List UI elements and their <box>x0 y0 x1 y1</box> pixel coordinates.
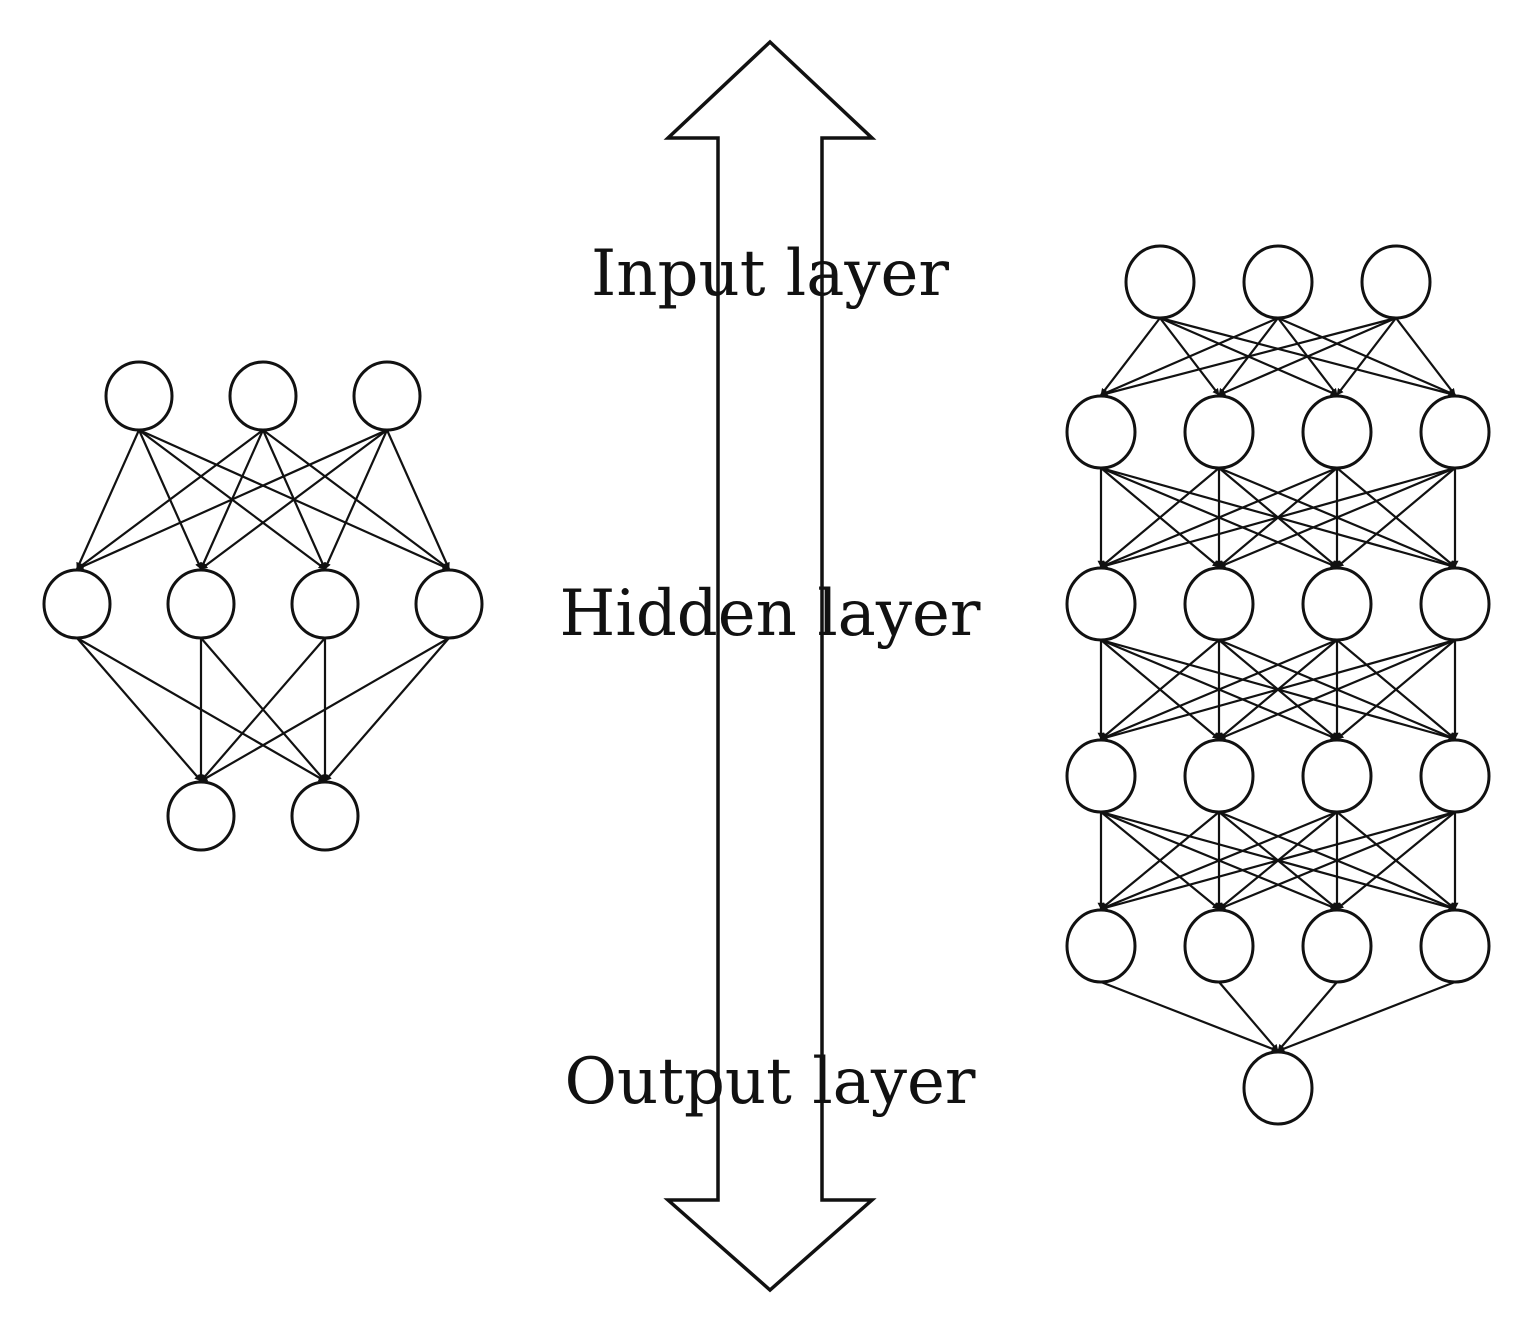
neuron-node <box>414 568 484 640</box>
connection-edge <box>200 637 450 782</box>
connection-edge <box>1218 810 1456 911</box>
connection-edge <box>1100 638 1338 741</box>
connection-edge <box>1100 317 1161 396</box>
neuron-node <box>1183 908 1255 984</box>
connection-edge <box>200 637 326 782</box>
neuron-node <box>1065 908 1137 984</box>
neuron-node <box>104 360 174 432</box>
connection-edge <box>324 637 450 782</box>
connection-edge <box>1100 811 1220 910</box>
deep-network <box>1065 244 1491 1126</box>
connection-edge <box>75 429 141 570</box>
connection-edge <box>1100 466 1338 569</box>
neuron-node <box>1183 566 1255 642</box>
double-headed-arrow <box>663 39 877 1293</box>
connection-edge <box>1100 810 1456 911</box>
connection-edge <box>1336 639 1456 740</box>
input-layer-label: Input layer <box>591 237 949 311</box>
connection-edge <box>76 637 202 782</box>
neuron-node <box>1301 566 1373 642</box>
connection-edge <box>1100 980 1279 1053</box>
neuron-node <box>1301 738 1373 814</box>
neuron-node <box>166 568 236 640</box>
connection-edge <box>1395 317 1456 396</box>
neuron-node <box>42 568 112 640</box>
neuron-node <box>1360 244 1432 320</box>
connections <box>75 428 451 782</box>
connection-edge <box>1218 638 1456 741</box>
connection-edge <box>1100 316 1397 397</box>
connections <box>1097 316 1459 1053</box>
neuron-node <box>290 780 360 852</box>
neuron-node <box>1242 244 1314 320</box>
neuron-node <box>166 780 236 852</box>
connection-edge <box>1218 316 1397 397</box>
hidden-layer-label: Hidden layer <box>560 577 981 651</box>
neuron-node <box>1419 908 1491 984</box>
output-layer-label: Output layer <box>565 1045 976 1119</box>
connection-edge <box>1100 639 1220 740</box>
connection-edge <box>76 429 264 570</box>
neuron-node <box>1419 394 1491 470</box>
connection-edge <box>1336 317 1397 396</box>
connection-edge <box>1277 980 1456 1053</box>
connection-edge <box>1218 981 1279 1052</box>
neuron-node <box>1419 566 1491 642</box>
neuron-node <box>1065 394 1137 470</box>
connection-edge <box>1336 811 1456 910</box>
neuron-node <box>1065 738 1137 814</box>
neurons <box>42 360 484 852</box>
neuron-node <box>1124 244 1196 320</box>
connection-edge <box>1218 466 1456 569</box>
connection-edge <box>1277 981 1338 1052</box>
connection-edge <box>385 429 451 570</box>
connection-edge <box>76 428 388 571</box>
neuron-node <box>1183 738 1255 814</box>
neuron-node <box>1419 738 1491 814</box>
connection-edge <box>200 429 388 570</box>
shallow-network <box>42 360 484 852</box>
connection-edge <box>1100 316 1279 397</box>
connection-edge <box>1100 466 1456 569</box>
connection-edge <box>1100 638 1456 741</box>
connection-edge <box>1100 810 1338 911</box>
neuron-node <box>1065 566 1137 642</box>
connection-edge <box>323 429 389 570</box>
neuron-node <box>1183 394 1255 470</box>
connection-edge <box>1100 467 1220 568</box>
neuron-node <box>1301 394 1373 470</box>
neuron-node <box>352 360 422 432</box>
neuron-node <box>290 568 360 640</box>
connection-edge <box>1336 467 1456 568</box>
neuron-node <box>1242 1050 1314 1126</box>
neuron-node <box>228 360 298 432</box>
neuron-node <box>1301 908 1373 984</box>
neurons <box>1065 244 1491 1126</box>
